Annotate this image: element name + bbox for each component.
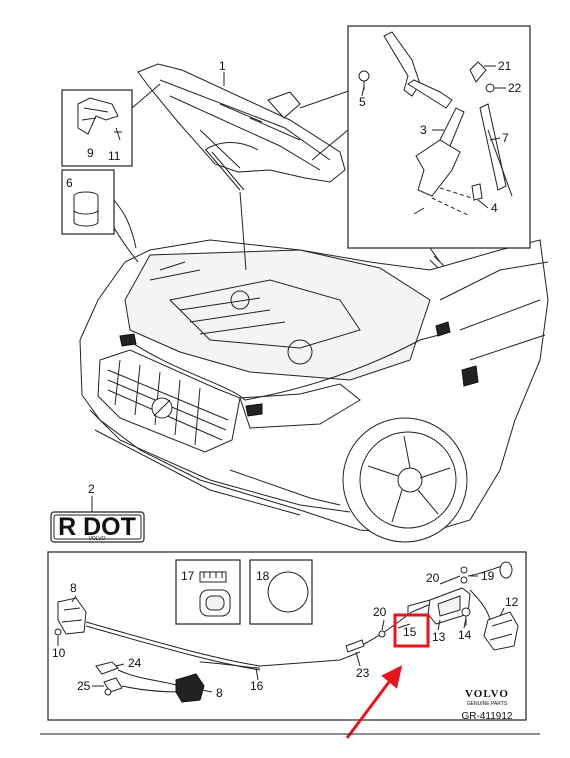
callout-14: 14 xyxy=(458,628,472,642)
brand-tagline: GENUINE PARTS xyxy=(467,701,508,707)
callout-8-upper: 8 xyxy=(70,581,77,595)
callout-11: 11 xyxy=(108,149,121,163)
callout-15: 15 xyxy=(403,625,417,639)
callout-10: 10 xyxy=(52,646,66,660)
part-15-highlight xyxy=(393,613,430,648)
callout-25: 25 xyxy=(77,679,91,693)
callout-12: 12 xyxy=(505,595,519,609)
reference-number: GR-411912 xyxy=(462,711,513,722)
callout-20-upper: 20 xyxy=(426,571,440,585)
red-arrow-icon xyxy=(345,665,403,739)
leader-lines xyxy=(71,65,506,693)
callout-labels: 1 2 3 4 5 6 7 8 8 9 10 11 12 13 14 15 16… xyxy=(52,59,522,700)
callout-19: 19 xyxy=(481,569,495,583)
callout-23: 23 xyxy=(356,666,370,680)
callout-8-lower: 8 xyxy=(216,686,223,700)
inset-box-9-11 xyxy=(61,83,161,167)
rdot-subtext: VOLVO xyxy=(89,536,106,542)
rdot-decal: R DOT VOLVO xyxy=(50,496,145,543)
callout-3: 3 xyxy=(420,123,427,137)
callout-16: 16 xyxy=(250,679,264,693)
callout-1: 1 xyxy=(219,59,226,73)
callout-24: 24 xyxy=(128,656,142,670)
callout-7: 7 xyxy=(502,131,509,145)
callout-18: 18 xyxy=(256,569,270,583)
callout-21: 21 xyxy=(498,59,512,73)
inset-box-hinge xyxy=(311,25,531,263)
callout-17: 17 xyxy=(181,569,195,583)
callout-9: 9 xyxy=(87,146,94,160)
brand-name: VOLVO xyxy=(465,688,509,700)
inset-box-6 xyxy=(61,169,137,249)
car-illustration xyxy=(79,63,549,543)
callout-22: 22 xyxy=(508,81,522,95)
callout-6: 6 xyxy=(66,176,73,190)
callout-20-lower: 20 xyxy=(373,605,387,619)
callout-4: 4 xyxy=(491,201,498,215)
lower-panel: VOLVO GENUINE PARTS GR-411912 xyxy=(47,551,527,722)
callout-5: 5 xyxy=(359,95,366,109)
callout-13: 13 xyxy=(432,630,446,644)
rdot-text: R DOT xyxy=(58,513,136,541)
callout-2: 2 xyxy=(88,482,95,496)
